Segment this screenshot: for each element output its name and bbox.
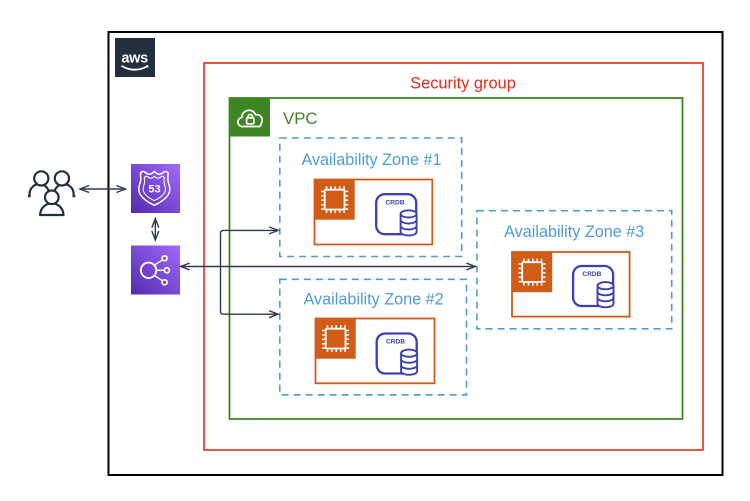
svg-text:aws: aws <box>121 51 148 67</box>
svg-text:Availability Zone #2: Availability Zone #2 <box>304 291 444 309</box>
svg-text:53: 53 <box>148 184 160 196</box>
svg-text:Availability Zone #3: Availability Zone #3 <box>504 223 644 241</box>
svg-text:Security group: Security group <box>410 74 516 92</box>
svg-text:VPC: VPC <box>283 109 318 128</box>
svg-text:Availability Zone #1: Availability Zone #1 <box>301 151 441 169</box>
